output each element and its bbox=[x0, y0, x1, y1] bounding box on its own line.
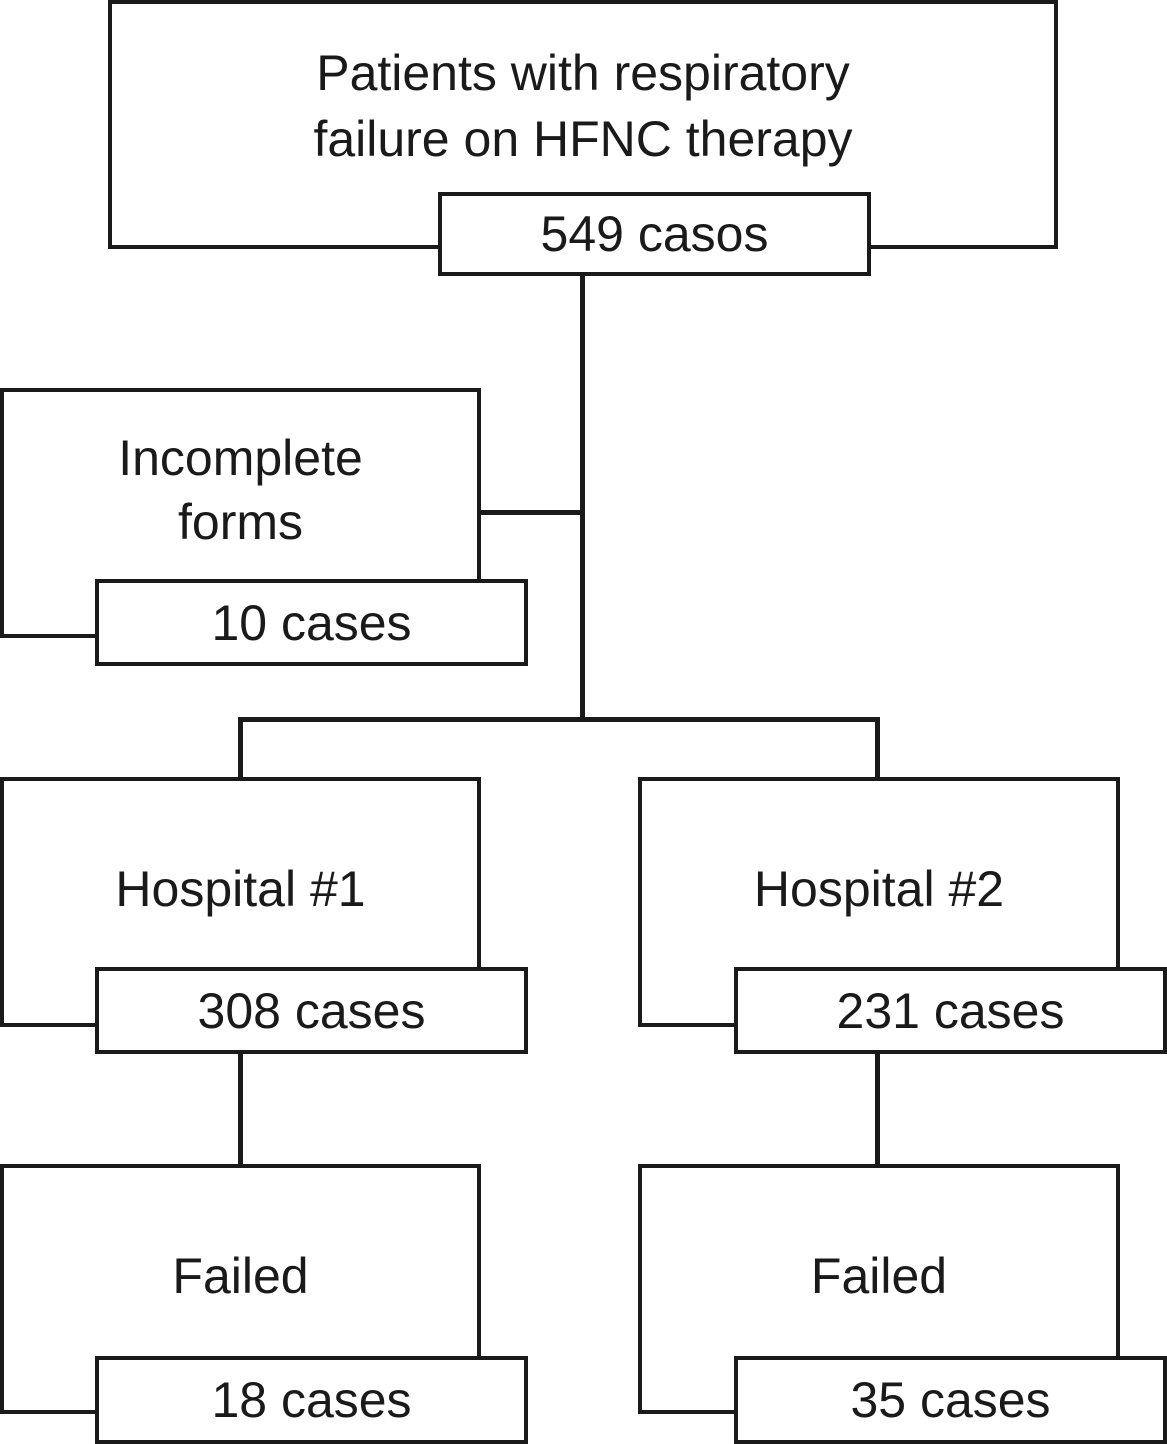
root-title-line1: Patients with respiratory bbox=[316, 45, 850, 101]
excluded-count: 10 cases bbox=[95, 579, 528, 666]
connector-hospital1-failed bbox=[238, 1052, 243, 1168]
hospital-2-failed-title: Failed bbox=[810, 1248, 948, 1304]
root-count: 549 casos bbox=[438, 192, 871, 276]
excluded-title-line1: Incomplete bbox=[118, 430, 363, 486]
root-title-line2: failure on HFNC therapy bbox=[313, 111, 853, 167]
connector-hospital2-failed bbox=[875, 1052, 880, 1168]
connector-hospital1-drop bbox=[238, 717, 243, 779]
hospital-1-failed-count: 18 cases bbox=[95, 1356, 528, 1444]
connector-hospital2-drop bbox=[875, 717, 880, 779]
hospital-1-failed-title: Failed bbox=[172, 1248, 309, 1304]
connector-excluded-branch bbox=[477, 510, 585, 515]
hospital-1-title: Hospital #1 bbox=[115, 861, 366, 917]
connector-hospitals-horizontal bbox=[238, 717, 880, 722]
hospital-2-failed-count: 35 cases bbox=[734, 1356, 1167, 1444]
connector-root-trunk bbox=[580, 275, 585, 722]
hospital-2-count: 231 cases bbox=[734, 967, 1167, 1054]
hospital-2-title: Hospital #2 bbox=[753, 861, 1005, 917]
excluded-title-line2: forms bbox=[178, 494, 303, 550]
hospital-1-count: 308 cases bbox=[95, 967, 528, 1054]
